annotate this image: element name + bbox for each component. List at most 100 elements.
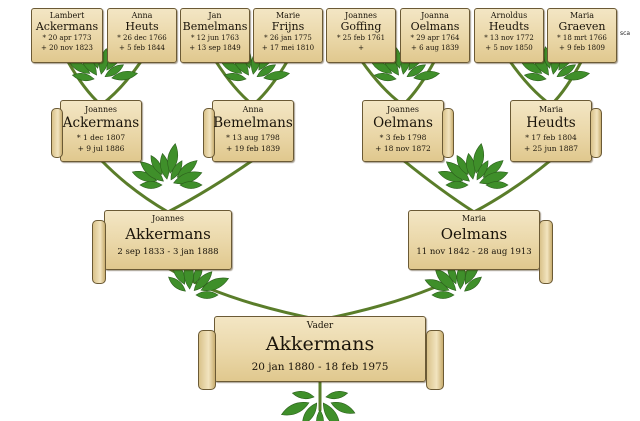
birth-date: * 18 mrt 1766 bbox=[557, 34, 607, 42]
leaf bbox=[280, 402, 310, 416]
death-date: + 5 nov 1850 bbox=[485, 44, 533, 52]
death-date: + 5 feb 1844 bbox=[118, 44, 166, 52]
birth-date: * 20 apr 1773 bbox=[42, 34, 92, 42]
first-name: Maria bbox=[538, 105, 564, 114]
leaf bbox=[485, 181, 509, 189]
last-name: Ackermans bbox=[35, 20, 99, 33]
leaf bbox=[302, 402, 318, 421]
life-dates: 2 sep 1833 - 3 jan 1888 bbox=[117, 247, 219, 257]
last-name: Frijns bbox=[271, 20, 305, 33]
leaf bbox=[523, 73, 547, 82]
ancestor-card-joanna-oelmans: Joanna Oelmans * 29 apr 1764 + 6 aug 183… bbox=[400, 8, 470, 63]
branch bbox=[472, 158, 553, 214]
ancestor-card-arnoldus-heudts: Arnoldus Heudts * 13 nov 1772 + 5 nov 18… bbox=[474, 8, 544, 63]
birth-date: * 13 nov 1772 bbox=[484, 34, 534, 42]
leaf bbox=[256, 64, 276, 78]
leaf bbox=[373, 73, 397, 82]
last-name: Oelmans bbox=[440, 225, 508, 243]
grandparent-card-anna-bemelmans: Anna Bemelmans * 13 aug 1798 + 19 feb 18… bbox=[203, 100, 294, 162]
death-date: + 9 jul 1886 bbox=[77, 144, 125, 153]
grandparent-card-joannes-ackermans: Joannes Ackermans * 1 dec 1807 + 9 jul 1… bbox=[51, 100, 142, 162]
death-date: + 9 feb 1809 bbox=[558, 44, 606, 52]
leaf bbox=[111, 70, 138, 81]
leaf bbox=[431, 291, 455, 299]
death-date: + 18 nov 1872 bbox=[375, 144, 431, 153]
first-name: Joanna bbox=[421, 11, 449, 20]
last-name: Heudts bbox=[488, 20, 530, 33]
leaf bbox=[193, 271, 213, 292]
grandparent-card-joannes-oelmans: Joannes Oelmans * 3 feb 1798 + 18 nov 18… bbox=[362, 100, 454, 162]
birth-date: * 3 feb 1798 bbox=[379, 133, 427, 142]
birth-date: * 26 jan 1775 bbox=[264, 34, 312, 42]
leaf bbox=[195, 291, 219, 299]
first-name: Anna bbox=[242, 105, 264, 114]
branch bbox=[166, 158, 255, 214]
grandparent-card-maria-heudts: Maria Heudts * 17 feb 1804 + 25 jun 1887 bbox=[510, 100, 602, 162]
first-name: Marie bbox=[275, 11, 301, 20]
last-name: Akkermans bbox=[125, 225, 211, 243]
first-name: Joannes bbox=[152, 214, 184, 223]
last-name: Heuts bbox=[125, 20, 159, 33]
ancestor-card-joannes-goffing: Joannes Goffing * 25 feb 1761 + bbox=[326, 8, 396, 63]
leaf bbox=[170, 160, 183, 181]
birth-date: * 29 apr 1764 bbox=[410, 34, 460, 42]
leaf bbox=[291, 391, 315, 400]
leaf bbox=[413, 70, 440, 81]
last-name: Goffing bbox=[340, 20, 382, 33]
death-date: + 17 mei 1810 bbox=[261, 44, 315, 52]
branch bbox=[99, 158, 170, 214]
leaf bbox=[200, 277, 230, 291]
leaf bbox=[563, 70, 590, 81]
ancestor-card-anna-heuts: Anna Heuts * 26 dec 1766 + 5 feb 1844 bbox=[107, 8, 177, 63]
leaf bbox=[322, 402, 341, 421]
birth-date: * 1 dec 1807 bbox=[76, 133, 126, 142]
leaf bbox=[168, 276, 186, 292]
leaf bbox=[464, 276, 482, 292]
leaf bbox=[325, 391, 349, 400]
last-name: Graeven bbox=[558, 20, 606, 33]
birth-date: * 12 jun 1763 bbox=[190, 34, 240, 42]
leaf bbox=[556, 64, 576, 78]
birth-date: * 13 aug 1798 bbox=[226, 133, 280, 142]
death-date: + 25 jun 1887 bbox=[523, 144, 579, 153]
last-name: Akkermans bbox=[265, 333, 375, 355]
leaf bbox=[223, 73, 247, 82]
death-date: + 20 nov 1823 bbox=[41, 44, 93, 52]
last-name: Oelmans bbox=[373, 115, 433, 131]
first-name: Joannes bbox=[387, 105, 419, 114]
leaf bbox=[179, 181, 203, 189]
corner-label: sca bbox=[620, 30, 631, 37]
last-name: Ackermans bbox=[62, 115, 140, 131]
leaf bbox=[445, 181, 469, 189]
ancestor-card-marie-frijns: Marie Frijns * 26 jan 1775 + 17 mei 1810 bbox=[253, 8, 323, 63]
life-dates: 11 nov 1842 - 28 aug 1913 bbox=[416, 247, 532, 257]
leaf bbox=[139, 181, 163, 189]
branch bbox=[401, 158, 476, 214]
death-date: + 19 feb 1839 bbox=[225, 144, 281, 153]
death-date: + bbox=[358, 44, 364, 52]
last-name: Heudts bbox=[526, 115, 576, 131]
birth-date: * 17 feb 1804 bbox=[525, 133, 577, 142]
first-name: Jan bbox=[208, 11, 222, 20]
birth-date: * 25 feb 1761 bbox=[336, 34, 386, 42]
first-name: Maria bbox=[569, 11, 595, 20]
leaf bbox=[406, 64, 426, 78]
death-date: + 6 aug 1839 bbox=[411, 44, 459, 52]
ancestor-card-maria-graeven: Maria Graeven * 18 mrt 1766 + 9 feb 1809 bbox=[547, 8, 617, 63]
life-dates: 20 jan 1880 - 18 feb 1975 bbox=[251, 361, 389, 373]
death-date: + 13 sep 1849 bbox=[189, 44, 241, 52]
birth-date: * 26 dec 1766 bbox=[117, 34, 167, 42]
last-name: Bemelmans bbox=[182, 20, 248, 33]
leaf bbox=[316, 409, 324, 421]
first-name: Joannes bbox=[85, 105, 117, 114]
first-name: Joannes bbox=[345, 11, 377, 20]
last-name: Bemelmans bbox=[213, 115, 293, 131]
first-name: Anna bbox=[131, 11, 153, 20]
parent-card-maria-oelmans: Maria Oelmans 11 nov 1842 - 28 aug 1913 bbox=[408, 210, 553, 284]
leaf bbox=[330, 402, 356, 414]
leaf bbox=[98, 48, 109, 75]
root-card-vader-akkermans: Vader Akkermans 20 jan 1880 - 18 feb 197… bbox=[198, 316, 444, 390]
first-name: Maria bbox=[461, 214, 487, 223]
leaf bbox=[104, 64, 124, 78]
leaf bbox=[71, 73, 95, 82]
